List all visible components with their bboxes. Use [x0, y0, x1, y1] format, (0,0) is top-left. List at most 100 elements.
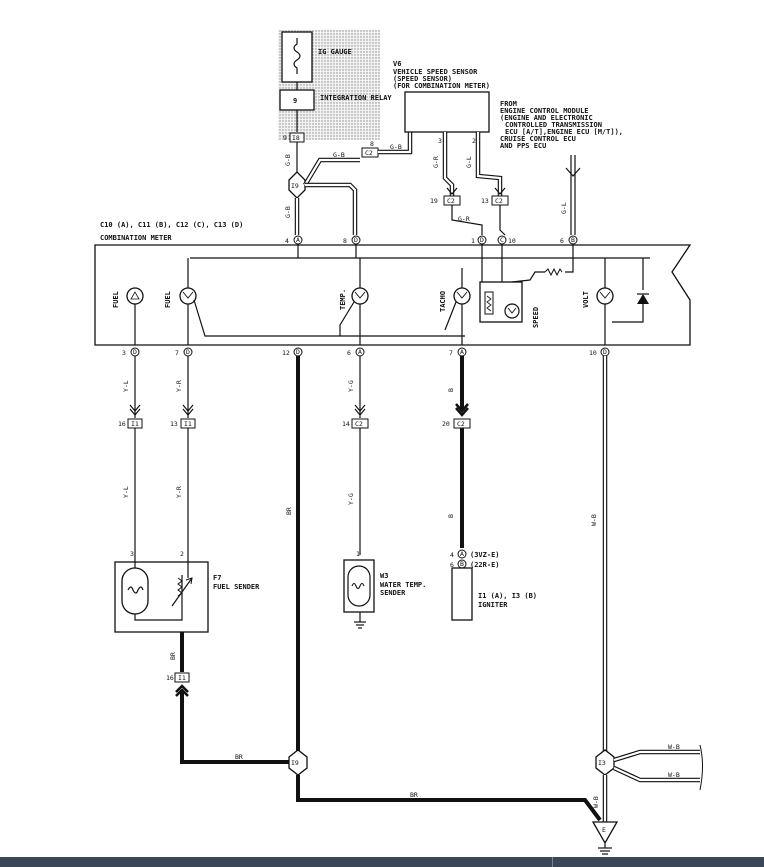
igniter-pins1: (3VZ-E) [470, 551, 500, 559]
connector-i8-label: I8 [292, 134, 300, 142]
top-pin-6-letter: B [571, 236, 575, 244]
wire-br-1: BR [285, 507, 293, 515]
pin-14: 14 [342, 420, 350, 428]
f7-pin-3: 3 [130, 550, 134, 558]
wire-yg-2: Y-G [347, 493, 355, 505]
from-line-6: CRUISE CONTROL ECU [500, 135, 576, 143]
junction-i9-top [288, 171, 306, 199]
from-line-7: AND PPS ECU [500, 142, 546, 150]
v6-id: V6 [393, 60, 401, 68]
bot-pin-3-letter: D [133, 348, 137, 356]
temp-label: TEMP. [339, 289, 347, 310]
bot-pin-10: 10 [589, 349, 597, 357]
igniter-pin-4-letter: A [460, 550, 464, 558]
wire-gl-1: G-L [465, 156, 473, 168]
junction-i9-bottom-label: I9 [291, 759, 299, 767]
volt-label: VOLT [582, 291, 590, 308]
pin-9: 9 [283, 134, 287, 142]
pin-16: 16 [118, 420, 126, 428]
top-pin-10-letter: C [500, 236, 504, 244]
wire-gl-2: G-L [560, 202, 568, 214]
bottom-toolbar [0, 857, 764, 867]
connector-i1-c [174, 672, 190, 683]
bot-pin-7: 7 [175, 349, 179, 357]
pin-20: 20 [442, 420, 450, 428]
vehicle-speed-sensor-box [404, 91, 490, 133]
tacho-gauge [453, 287, 471, 305]
wire-b-2: B [447, 514, 455, 518]
wire-wb-1: W-B [590, 514, 598, 526]
tacho-label: TACHO [439, 291, 447, 312]
v6-sub2: (FOR COMBINATION METER) [393, 82, 490, 90]
w3-name2: SENDER [380, 589, 406, 597]
wire-wb-3: W-B [668, 771, 680, 779]
wire-gb-4: G-B [284, 206, 292, 218]
top-pin-4-letter: A [296, 236, 300, 244]
pin-16b: 16 [166, 674, 174, 682]
wire-yr-2: Y-R [175, 486, 183, 498]
top-pin-1: 1 [471, 237, 475, 245]
connector-c2-e-label: C2 [457, 420, 465, 428]
wire-yg-1: Y-G [347, 380, 355, 392]
fuse-symbol [293, 38, 301, 74]
connector-c2-a-label: C2 [365, 149, 373, 157]
bot-pin-7-letter: D [186, 348, 190, 356]
bot-pin-7b: 7 [449, 349, 453, 357]
fuel2-gauge [179, 287, 197, 305]
connector-i1-c-label: I1 [178, 674, 186, 682]
igniter-pin-6-letter: B [460, 560, 464, 568]
toolbar-divider [552, 857, 553, 867]
bot-pin-7b-letter: A [460, 348, 464, 356]
igniter-label: IGNITER [478, 601, 508, 609]
integration-relay-label: INTEGRATION RELAY [320, 94, 392, 102]
junction-i9-top-label: I9 [291, 182, 299, 190]
combination-meter-box [94, 244, 692, 346]
wire-br-2: BR [169, 652, 177, 660]
ground-label: E [602, 826, 606, 834]
junction-i9-bottom [288, 749, 308, 776]
wire-wb-4: W-B [592, 796, 600, 808]
from-line-3: (ENGINE AND ELECTRONIC [500, 114, 593, 122]
wire-gb-1: G-B [284, 154, 292, 166]
bot-pin-12: 12 [282, 349, 290, 357]
wire-gb-2: G-B [333, 151, 345, 159]
bot-pin-3: 3 [122, 349, 126, 357]
relay-pin: 9 [293, 97, 297, 105]
bot-pin-10-letter: D [603, 348, 607, 356]
pin-13b: 13 [170, 420, 178, 428]
wire-gb-3: G-B [390, 143, 402, 151]
from-line-1: FROM [500, 100, 517, 108]
wire-wb-2: W-B [668, 743, 680, 751]
speed-gauge [504, 303, 520, 319]
bot-pin-12-letter: D [296, 348, 300, 356]
wire-yl-2: Y-L [122, 486, 130, 498]
ground-e [591, 821, 619, 845]
pin-19: 19 [430, 197, 438, 205]
v6-name: VEHICLE SPEED SENSOR [393, 68, 478, 76]
connector-c2-b-label: C2 [447, 197, 455, 205]
v6-pin-3: 3 [438, 137, 442, 145]
pin-13: 13 [481, 197, 489, 205]
top-pin-6: 6 [560, 237, 564, 245]
wire-yl-1: Y-L [122, 380, 130, 392]
temp-gauge [351, 287, 369, 305]
wire-b-1: B [447, 388, 455, 392]
wire-gr-1: G-R [432, 156, 440, 168]
top-pin-1-letter: D [480, 236, 484, 244]
bot-pin-6-letter: A [358, 348, 362, 356]
diode-icon [637, 294, 649, 304]
top-pin-10: 10 [508, 237, 516, 245]
connectors-label: C10 (A), C11 (B), C12 (C), C13 (D) [100, 221, 243, 229]
connector-c2-d-label: C2 [355, 420, 363, 428]
connector-i1-b-label: I1 [184, 420, 192, 428]
junction-i3-label: I3 [598, 759, 606, 767]
from-line-5: ECU [A/T],ENGINE ECU [M/T]), [505, 128, 623, 136]
wire-gr-2: G-R [458, 215, 470, 223]
f7-pin-2: 2 [180, 550, 184, 558]
v6-sub1: (SPEED SENSOR) [393, 75, 452, 83]
top-pin-8: 8 [343, 237, 347, 245]
fuel2-label: FUEL [164, 291, 172, 308]
combination-meter-label: COMBINATION METER [100, 234, 172, 242]
connector-i1-a-label: I1 [131, 420, 139, 428]
